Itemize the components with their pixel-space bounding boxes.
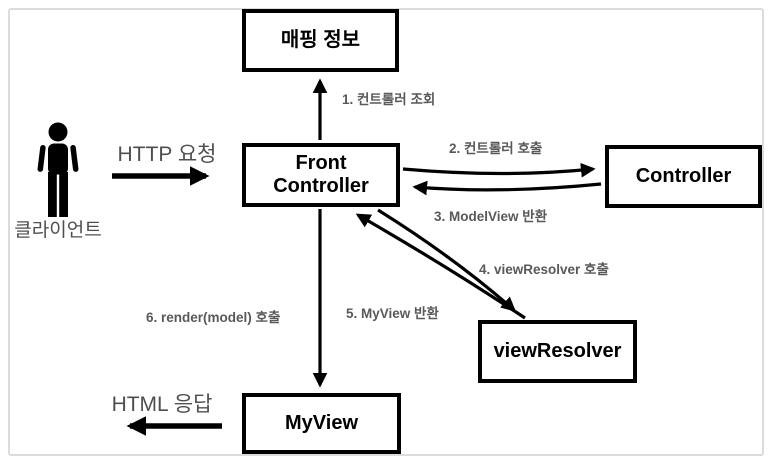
mapping-info-label: 매핑 정보 [280, 29, 361, 51]
front-controller-label: Front Controller [273, 152, 369, 197]
step5-arrow [355, 213, 526, 320]
step3-arrow [412, 180, 602, 196]
step5-label: 5. MyView 반환 [346, 306, 439, 321]
step1-label: 1. 컨트롤러 조회 [342, 92, 436, 107]
view-resolver-box: viewResolver [478, 320, 637, 383]
step4-label: 4. viewResolver 호출 [479, 262, 609, 277]
step2-label: 2. 컨트롤러 호출 [449, 141, 543, 156]
front-controller-box: Front Controller [242, 143, 400, 207]
html-response-label: HTML 응답 [111, 393, 213, 416]
view-resolver-label: viewResolver [493, 340, 622, 362]
step6-label: 6. render(model) 호출 [146, 310, 281, 325]
step3-label: 3. ModelView 반환 [434, 209, 548, 224]
mapping-info-box: 매핑 정보 [242, 9, 399, 72]
my-view-label: MyView [285, 412, 358, 434]
controller-box: Controller [605, 145, 762, 208]
step2-arrow [402, 162, 596, 178]
step4-arrow [377, 208, 516, 312]
my-view-box: MyView [242, 393, 401, 454]
person-icon [37, 122, 79, 217]
controller-label: Controller [635, 165, 732, 187]
client-label: 클라이언트 [14, 220, 102, 241]
http-request-label: HTTP 요청 [117, 143, 217, 166]
